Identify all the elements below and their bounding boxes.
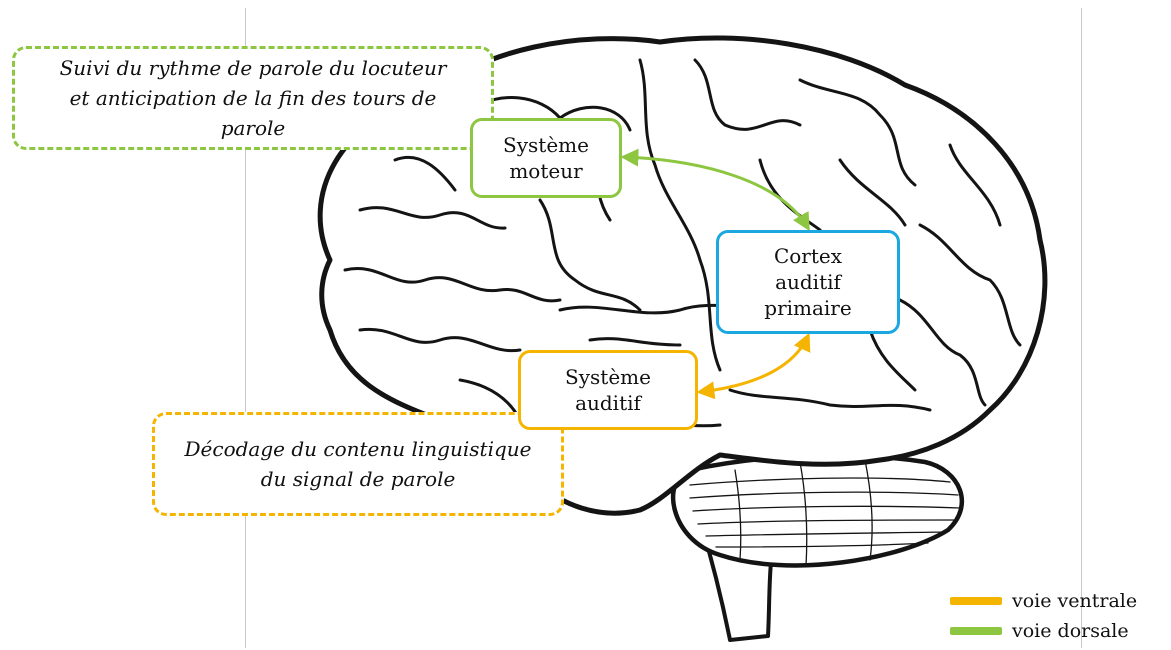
- auditory-system-box: Système auditif: [518, 350, 698, 430]
- ventral-pathway-note: Décodage du contenu linguistique du sign…: [152, 412, 564, 516]
- ventral-pathway-note-text: Décodage du contenu linguistique du sign…: [184, 437, 532, 491]
- primary-auditory-cortex-label: Cortex auditif primaire: [764, 244, 852, 320]
- legend-label-ventral: voie ventrale: [1012, 590, 1138, 612]
- dorsal-pathway-note-text: Suivi du rythme de parole du locuteur et…: [59, 56, 447, 140]
- auditory-system-label: Système auditif: [565, 365, 651, 415]
- ventral-swatch: [950, 597, 1002, 605]
- primary-auditory-cortex-box: Cortex auditif primaire: [716, 230, 900, 334]
- legend-label-dorsal: voie dorsale: [1012, 620, 1129, 642]
- motor-system-box: Système moteur: [470, 118, 622, 198]
- right-guide-line: [1081, 8, 1082, 648]
- ventral-pathway-arrow: [696, 332, 811, 400]
- legend-item-dorsal: voie dorsale: [950, 620, 1129, 642]
- left-guide-line: [245, 8, 246, 648]
- motor-system-label: Système moteur: [503, 133, 589, 183]
- legend-item-ventral: voie ventrale: [950, 590, 1137, 612]
- cerebellum: [670, 453, 965, 568]
- dorsal-swatch: [950, 627, 1002, 635]
- dorsal-pathway-note: Suivi du rythme de parole du locuteur et…: [12, 46, 494, 150]
- dorsal-pathway-arrow: [620, 148, 810, 232]
